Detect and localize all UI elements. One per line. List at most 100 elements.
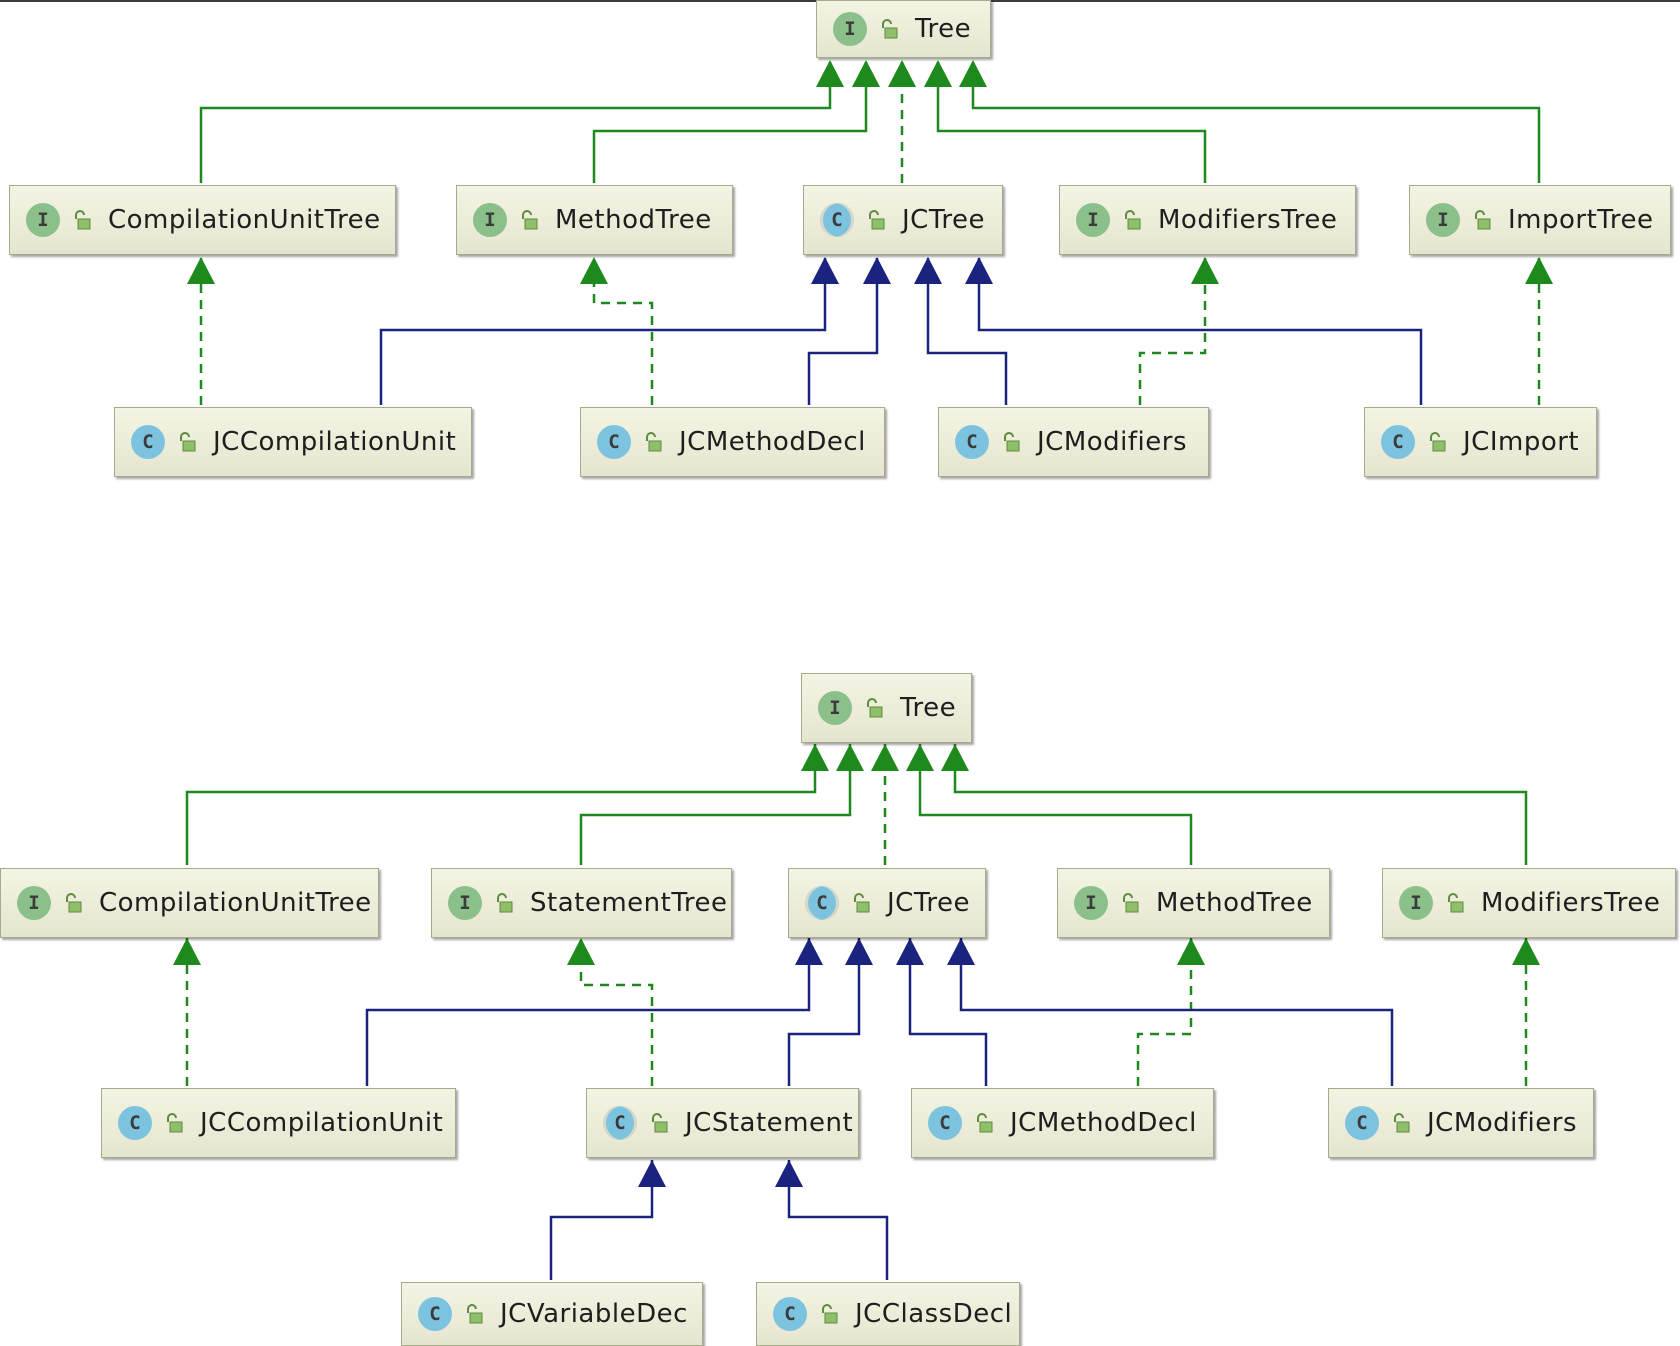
arrowhead [888, 60, 916, 87]
node-compilationunittree[interactable]: I CompilationUnitTree [9, 185, 396, 255]
node-label: JCModifiers [1037, 427, 1187, 457]
arrowhead [580, 257, 608, 284]
node-jcmodifiers[interactable]: C JCModifiers [938, 407, 1209, 477]
interface-icon: I [1074, 886, 1108, 920]
public-lock-icon [882, 19, 898, 39]
public-lock-icon [1430, 432, 1446, 452]
node-methodtree[interactable]: I MethodTree [456, 185, 733, 255]
public-lock-icon [1125, 210, 1141, 230]
node-jcclassdecl[interactable]: C JCClassDecl [756, 1282, 1020, 1346]
arrowhead [811, 257, 839, 284]
arrowhead [795, 938, 823, 965]
node-label: ModifiersTree [1481, 888, 1661, 918]
node-tree[interactable]: I Tree [801, 673, 972, 743]
node-statementtree[interactable]: I StatementTree [431, 868, 732, 938]
node-jcvariabledec[interactable]: C JCVariableDec [401, 1282, 703, 1346]
abstract-class-icon: C [805, 886, 839, 920]
abstract-class-icon: C [603, 1106, 637, 1140]
node-jccompilationunit[interactable]: C JCCompilationUnit [101, 1088, 456, 1158]
arrowhead [947, 938, 975, 965]
node-modifierstree[interactable]: I ModifiersTree [1382, 868, 1676, 938]
edge2-compilationunittree-tree [185, 744, 817, 865]
arrowhead [1177, 938, 1205, 965]
interface-icon: I [1399, 886, 1433, 920]
node-jcmodifiers[interactable]: C JCModifiers [1328, 1088, 1594, 1158]
edge2-jccompilationunit-jctree [365, 938, 811, 1086]
node-label: CompilationUnitTree [108, 205, 381, 235]
node-methodtree[interactable]: I MethodTree [1057, 868, 1330, 938]
public-lock-icon [1123, 893, 1139, 913]
abstract-class-icon: C [820, 203, 854, 237]
node-label: StatementTree [530, 888, 728, 918]
public-lock-icon [167, 1113, 183, 1133]
arrowhead [836, 744, 864, 771]
public-lock-icon [867, 698, 883, 718]
public-lock-icon [977, 1113, 993, 1133]
public-lock-icon [822, 1304, 838, 1324]
arrowhead [959, 60, 987, 87]
edge2-jcclassdecl-jcstatement [787, 1160, 889, 1280]
arrowhead [863, 257, 891, 284]
public-lock-icon [497, 893, 513, 913]
node-label: JCCompilationUnit [200, 1108, 444, 1138]
edge-jccompilationunit-jctree [379, 258, 827, 405]
arrowhead [775, 1160, 803, 1187]
node-jcstatement[interactable]: C JCStatement [586, 1088, 859, 1158]
node-tree[interactable]: I Tree [816, 0, 991, 58]
edge2-methodtree-tree [918, 744, 1193, 865]
arrowhead [801, 744, 829, 771]
public-lock-icon [75, 210, 91, 230]
interface-icon: I [833, 12, 867, 46]
class-icon: C [597, 425, 631, 459]
arrowhead [965, 257, 993, 284]
node-label: MethodTree [555, 205, 712, 235]
arrowhead [896, 938, 924, 965]
node-jcimport[interactable]: C JCImport [1364, 407, 1597, 477]
node-modifierstree[interactable]: I ModifiersTree [1059, 185, 1356, 255]
interface-icon: I [448, 886, 482, 920]
node-jcmethoddecl[interactable]: C JCMethodDecl [580, 407, 885, 477]
arrowhead [1525, 257, 1553, 284]
node-importtree[interactable]: I ImportTree [1409, 185, 1671, 255]
node-label: JCModifiers [1427, 1108, 1577, 1138]
public-lock-icon [1448, 893, 1464, 913]
edge2-jcstatement-jctree [787, 938, 861, 1086]
class-icon: C [131, 425, 165, 459]
edge-modifierstree-tree [936, 62, 1207, 183]
interface-icon: I [1426, 203, 1460, 237]
node-jccompilationunit[interactable]: C JCCompilationUnit [114, 407, 472, 477]
edge-jcmethoddecl-jctree [807, 258, 879, 405]
node-label: JCCompilationUnit [213, 427, 457, 457]
node-jcmethoddecl[interactable]: C JCMethodDecl [911, 1088, 1214, 1158]
edge2-jcvariabledec-jcstatement [549, 1160, 654, 1280]
interface-icon: I [1076, 203, 1110, 237]
arrowhead [638, 1160, 666, 1187]
arrowhead [914, 257, 942, 284]
public-lock-icon [467, 1304, 483, 1324]
edge-importtree-tree [971, 62, 1541, 183]
arrowhead [941, 744, 969, 771]
arrowhead [845, 938, 873, 965]
node-label: MethodTree [1156, 888, 1313, 918]
node-label: JCClassDecl [855, 1299, 1013, 1329]
class-icon: C [928, 1106, 962, 1140]
class-icon: C [118, 1106, 152, 1140]
arrowhead [924, 60, 952, 87]
class-icon: C [1345, 1106, 1379, 1140]
node-jctree[interactable]: C JCTree [803, 185, 1003, 255]
public-lock-icon [652, 1113, 668, 1133]
interface-icon: I [26, 203, 60, 237]
edge2-statementtree-tree [579, 744, 852, 865]
node-label: Tree [900, 693, 957, 723]
node-label: JCVariableDec [500, 1299, 688, 1329]
public-lock-icon [180, 432, 196, 452]
arrowhead [187, 257, 215, 284]
node-jctree[interactable]: C JCTree [788, 868, 986, 938]
arrowhead [852, 60, 880, 87]
node-compilationunittree[interactable]: I CompilationUnitTree [0, 868, 379, 938]
public-lock-icon [66, 893, 82, 913]
edge-jcmodifiers-jctree [926, 258, 1008, 405]
public-lock-icon [646, 432, 662, 452]
public-lock-icon [522, 210, 538, 230]
node-label: JCMethodDecl [679, 427, 866, 457]
